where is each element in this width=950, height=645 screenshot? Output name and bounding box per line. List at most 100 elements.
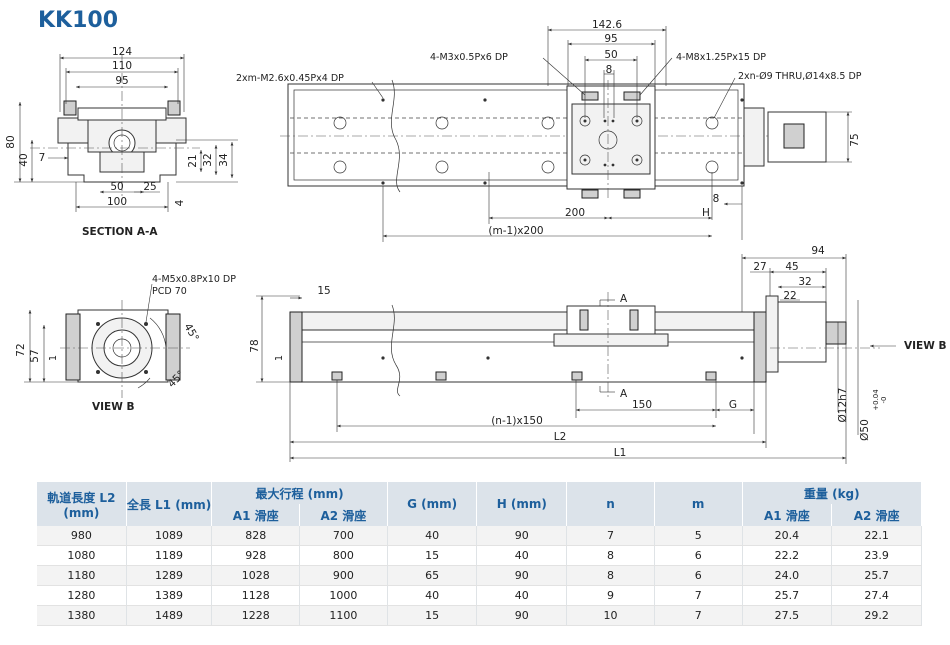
tolerance-upper: +0.04: [872, 389, 880, 411]
callout-pcd: PCD 70: [152, 286, 187, 297]
dim-32b: 32: [798, 276, 811, 288]
table-row: 980 1089 828 700 40 90 7 5 20.4 22.1: [37, 526, 922, 546]
cell-stroke-a1: 1228: [211, 605, 301, 626]
table-row: 1080 1189 928 800 15 40 8 6 22.2 23.9: [37, 545, 922, 566]
callout-m8: 4-M8x1.25Px15 DP: [676, 52, 766, 63]
dim-21: 21: [187, 154, 199, 167]
cell-l1: 1489: [126, 605, 213, 626]
dim-m1x200: (m-1)x200: [488, 225, 543, 237]
table-row: 1280 1389 1128 1000 40 40 9 7 25.7 27.4: [37, 585, 922, 606]
header-stroke: 最大行程 (mm): [211, 482, 388, 504]
view-b-label: VIEW B: [92, 401, 134, 413]
cell-weight-a1: 24.0: [742, 565, 833, 586]
cell-weight-a2: 27.4: [831, 585, 922, 606]
cell-l1: 1389: [126, 585, 213, 606]
cell-weight-a2: 29.2: [831, 605, 922, 626]
dim-1a: 1: [48, 355, 59, 361]
header-h: H (mm): [476, 482, 568, 526]
cell-h: 40: [476, 585, 568, 606]
dim-40: 40: [18, 153, 30, 166]
dim-100: 100: [107, 196, 127, 208]
dim-4: 4: [174, 199, 186, 206]
dim-95b: 95: [604, 33, 617, 45]
dim-50c: Ø50: [859, 419, 871, 441]
dim-1b: 1: [274, 355, 285, 361]
cell-g: 40: [387, 585, 478, 606]
spec-table: 軌道長度 L2 (mm) 全長 L1 (mm) 最大行程 (mm) G (mm)…: [37, 482, 923, 626]
header-weight-a2: A2 滑座: [831, 504, 922, 526]
cell-stroke-a1: 828: [211, 526, 301, 546]
section-arrow-a-bottom: A: [620, 388, 628, 400]
dim-75: 75: [849, 133, 861, 146]
header-stroke-a1: A1 滑座: [211, 504, 301, 526]
cell-g: 15: [387, 545, 478, 566]
header-weight-a1: A1 滑座: [742, 504, 833, 526]
dim-110: 110: [112, 60, 132, 72]
cell-l2: 1280: [37, 585, 127, 606]
cell-l1: 1189: [126, 545, 213, 566]
dim-22: 22: [783, 290, 796, 302]
callout-m26: 2xm-M2.6x0.45Px4 DP: [236, 73, 344, 84]
dim-8b: 8: [713, 193, 720, 205]
header-n: n: [566, 482, 655, 526]
cell-weight-a2: 22.1: [831, 526, 922, 546]
dim-50a: 50: [110, 181, 123, 193]
cell-stroke-a2: 800: [299, 545, 388, 566]
dim-l1: L1: [614, 447, 627, 459]
dim-15: 15: [317, 285, 330, 297]
dim-n1x150: (n-1)x150: [491, 415, 543, 427]
cell-h: 90: [476, 565, 568, 586]
dim-57: 57: [29, 349, 41, 362]
cell-m: 7: [654, 585, 743, 606]
cell-stroke-a1: 1128: [211, 585, 301, 606]
cell-m: 6: [654, 545, 743, 566]
cell-weight-a1: 27.5: [742, 605, 833, 626]
cell-h: 90: [476, 605, 568, 626]
dim-72: 72: [15, 343, 27, 356]
header-l2: 軌道長度 L2 (mm): [37, 482, 127, 526]
header-weight: 重量 (kg): [742, 482, 923, 504]
header-stroke-a2: A2 滑座: [299, 504, 388, 526]
dim-78: 78: [249, 339, 261, 352]
cell-weight-a1: 25.7: [742, 585, 833, 606]
section-a-a-label: SECTION A-A: [82, 226, 158, 238]
dim-94: 94: [811, 245, 825, 257]
callout-m5: 4-M5x0.8Px10 DP: [152, 274, 236, 285]
cell-l2: 1180: [37, 565, 127, 586]
cell-g: 40: [387, 526, 478, 546]
page-title: KK100: [38, 8, 119, 33]
dim-32: 32: [202, 153, 214, 166]
dim-8a: 8: [606, 64, 613, 76]
cell-g: 65: [387, 565, 478, 586]
dim-34: 34: [218, 153, 230, 167]
dim-27: 27: [753, 261, 766, 273]
cell-l2: 980: [37, 526, 127, 546]
cell-stroke-a2: 700: [299, 526, 388, 546]
dim-l2: L2: [554, 431, 567, 443]
cell-l1: 1289: [126, 565, 213, 586]
dim-50b: 50: [604, 49, 617, 61]
cell-n: 8: [566, 545, 655, 566]
cell-l2: 1080: [37, 545, 127, 566]
dim-95: 95: [115, 75, 128, 87]
cell-h: 90: [476, 526, 568, 546]
cell-n: 7: [566, 526, 655, 546]
view-b-arrow-label: VIEW B: [904, 340, 946, 352]
section-a-a-view: 124 110 95 80 40 7 21 32 34 4 50 25 100 …: [5, 46, 238, 238]
cell-weight-a2: 23.9: [831, 545, 922, 566]
cell-stroke-a2: 1000: [299, 585, 388, 606]
view-b: 4-M5x0.8Px10 DP PCD 70 45° 45° 72 57 1 V…: [15, 274, 236, 413]
cell-n: 9: [566, 585, 655, 606]
header-m: m: [654, 482, 743, 526]
cell-stroke-a1: 928: [211, 545, 301, 566]
header-l1: 全長 L1 (mm): [126, 482, 213, 526]
dim-80: 80: [5, 135, 17, 148]
dim-h: H: [702, 207, 710, 219]
dim-124: 124: [112, 46, 132, 58]
cell-g: 15: [387, 605, 478, 626]
table-row: 1180 1289 1028 900 65 90 8 6 24.0 25.7: [37, 565, 922, 586]
callout-m3: 4-M3x0.5Px6 DP: [430, 52, 508, 63]
technical-drawing: 124 110 95 80 40 7 21 32 34 4 50 25 100 …: [5, 19, 946, 464]
tolerance-lower: -0: [880, 397, 888, 404]
angle-45-top: 45°: [181, 322, 201, 344]
